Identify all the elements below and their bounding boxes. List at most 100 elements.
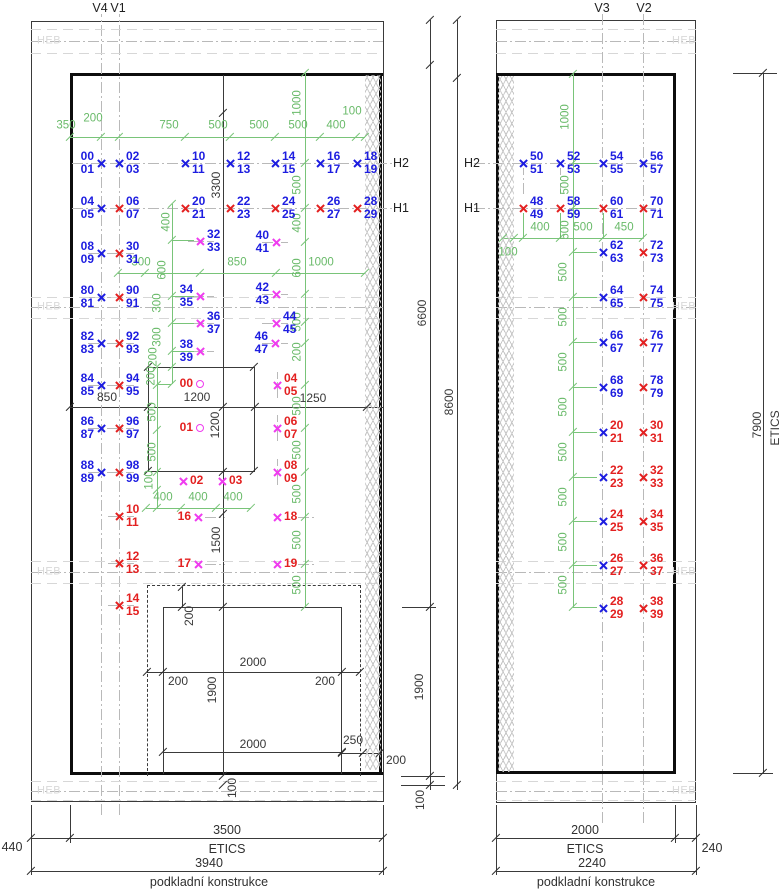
point-number: 13 — [126, 562, 140, 576]
point-number: 47 — [254, 342, 268, 356]
cross-marker-icon — [599, 561, 608, 570]
spacing-dimension-label: 600 — [156, 260, 169, 280]
point-number: 35 — [650, 520, 664, 534]
point-number: 11 — [192, 162, 205, 176]
spacing-dimension-label: 400 — [153, 491, 173, 504]
point-number: 77 — [650, 341, 664, 355]
axis-label: H2 — [464, 155, 480, 170]
heb-beam-label: HEB — [36, 565, 62, 578]
point-number: 30 — [126, 239, 140, 253]
point-number: 32 — [207, 227, 221, 241]
point-label: 02 — [190, 474, 203, 487]
cross-marker-icon — [271, 159, 280, 168]
point-number: 17 — [327, 162, 341, 176]
point-number: 29 — [610, 607, 624, 621]
point-number: 25 — [610, 520, 624, 534]
point-number: 55 — [610, 162, 624, 176]
cross-marker-icon — [353, 204, 362, 213]
point-label: 18 — [284, 510, 297, 523]
point-number: 12 — [237, 149, 251, 163]
point-number: 42 — [255, 280, 269, 294]
point-number: 09 — [284, 471, 298, 485]
centerline — [88, 253, 134, 254]
spacing-dimension-label: 500 — [557, 532, 570, 552]
point-number: 17 — [177, 556, 191, 570]
point-number: 04 — [80, 194, 94, 208]
line — [148, 367, 149, 472]
dimension-chain-line — [573, 342, 597, 343]
centerline — [474, 208, 664, 209]
base-dimension-label: 3940 — [195, 855, 223, 870]
point-number: 09 — [80, 252, 94, 266]
cross-marker-icon — [273, 560, 282, 569]
point-number: 20 — [192, 194, 206, 208]
dimension-label: 3300 — [209, 171, 223, 199]
heb-band-line — [496, 781, 696, 782]
point-number: 13 — [237, 162, 251, 176]
centerline — [31, 791, 383, 792]
point-number: 34 — [179, 282, 193, 296]
line — [254, 367, 255, 472]
point-number: 33 — [207, 240, 221, 254]
spacing-dimension-label: 500 — [291, 440, 304, 460]
point-number: 01 — [179, 420, 193, 434]
point-number: 74 — [650, 283, 664, 297]
cross-marker-icon — [273, 381, 282, 390]
point-number: 24 — [610, 507, 624, 521]
cross-marker-icon — [639, 248, 648, 257]
heb-band-line — [31, 318, 383, 319]
cross-marker-icon — [639, 204, 648, 213]
line — [401, 776, 445, 777]
wall-outline — [673, 73, 676, 774]
line — [402, 607, 436, 608]
point-number: 81 — [80, 296, 94, 310]
point-number: 78 — [650, 373, 664, 387]
line — [496, 20, 696, 21]
dimension-chain-line — [560, 213, 561, 238]
point-number: 37 — [650, 564, 664, 578]
point-number: 99 — [126, 471, 140, 485]
point-number: 95 — [126, 384, 140, 398]
point-number: 11 — [126, 515, 139, 529]
point-number: 59 — [567, 207, 581, 221]
line — [147, 672, 360, 673]
wall-outline — [496, 73, 676, 76]
point-number: 01 — [80, 162, 94, 176]
centerline — [88, 472, 134, 473]
point-number: 06 — [126, 194, 140, 208]
heb-beam-label: HEB — [671, 784, 697, 797]
spacing-dimension-label: 600 — [291, 258, 304, 278]
heb-beam-label: HEB — [671, 300, 697, 313]
spacing-dimension-label: 500 — [208, 119, 228, 132]
point-number: 60 — [610, 194, 624, 208]
insulation-hatch — [498, 76, 514, 772]
point-number: 67 — [610, 341, 624, 355]
point-number: 65 — [610, 296, 624, 310]
spacing-dimension-label: 500 — [291, 575, 304, 595]
spacing-dimension-label: 500 — [557, 397, 570, 417]
dimension-chain-line — [573, 521, 597, 522]
spacing-dimension-label: 400 — [223, 491, 243, 504]
point-number: 96 — [126, 414, 140, 428]
base-dimension-label: 2240 — [578, 855, 606, 870]
cross-marker-icon — [97, 381, 106, 390]
dimension-label: ETICS — [768, 410, 780, 446]
line — [163, 607, 164, 774]
cross-marker-icon — [97, 159, 106, 168]
